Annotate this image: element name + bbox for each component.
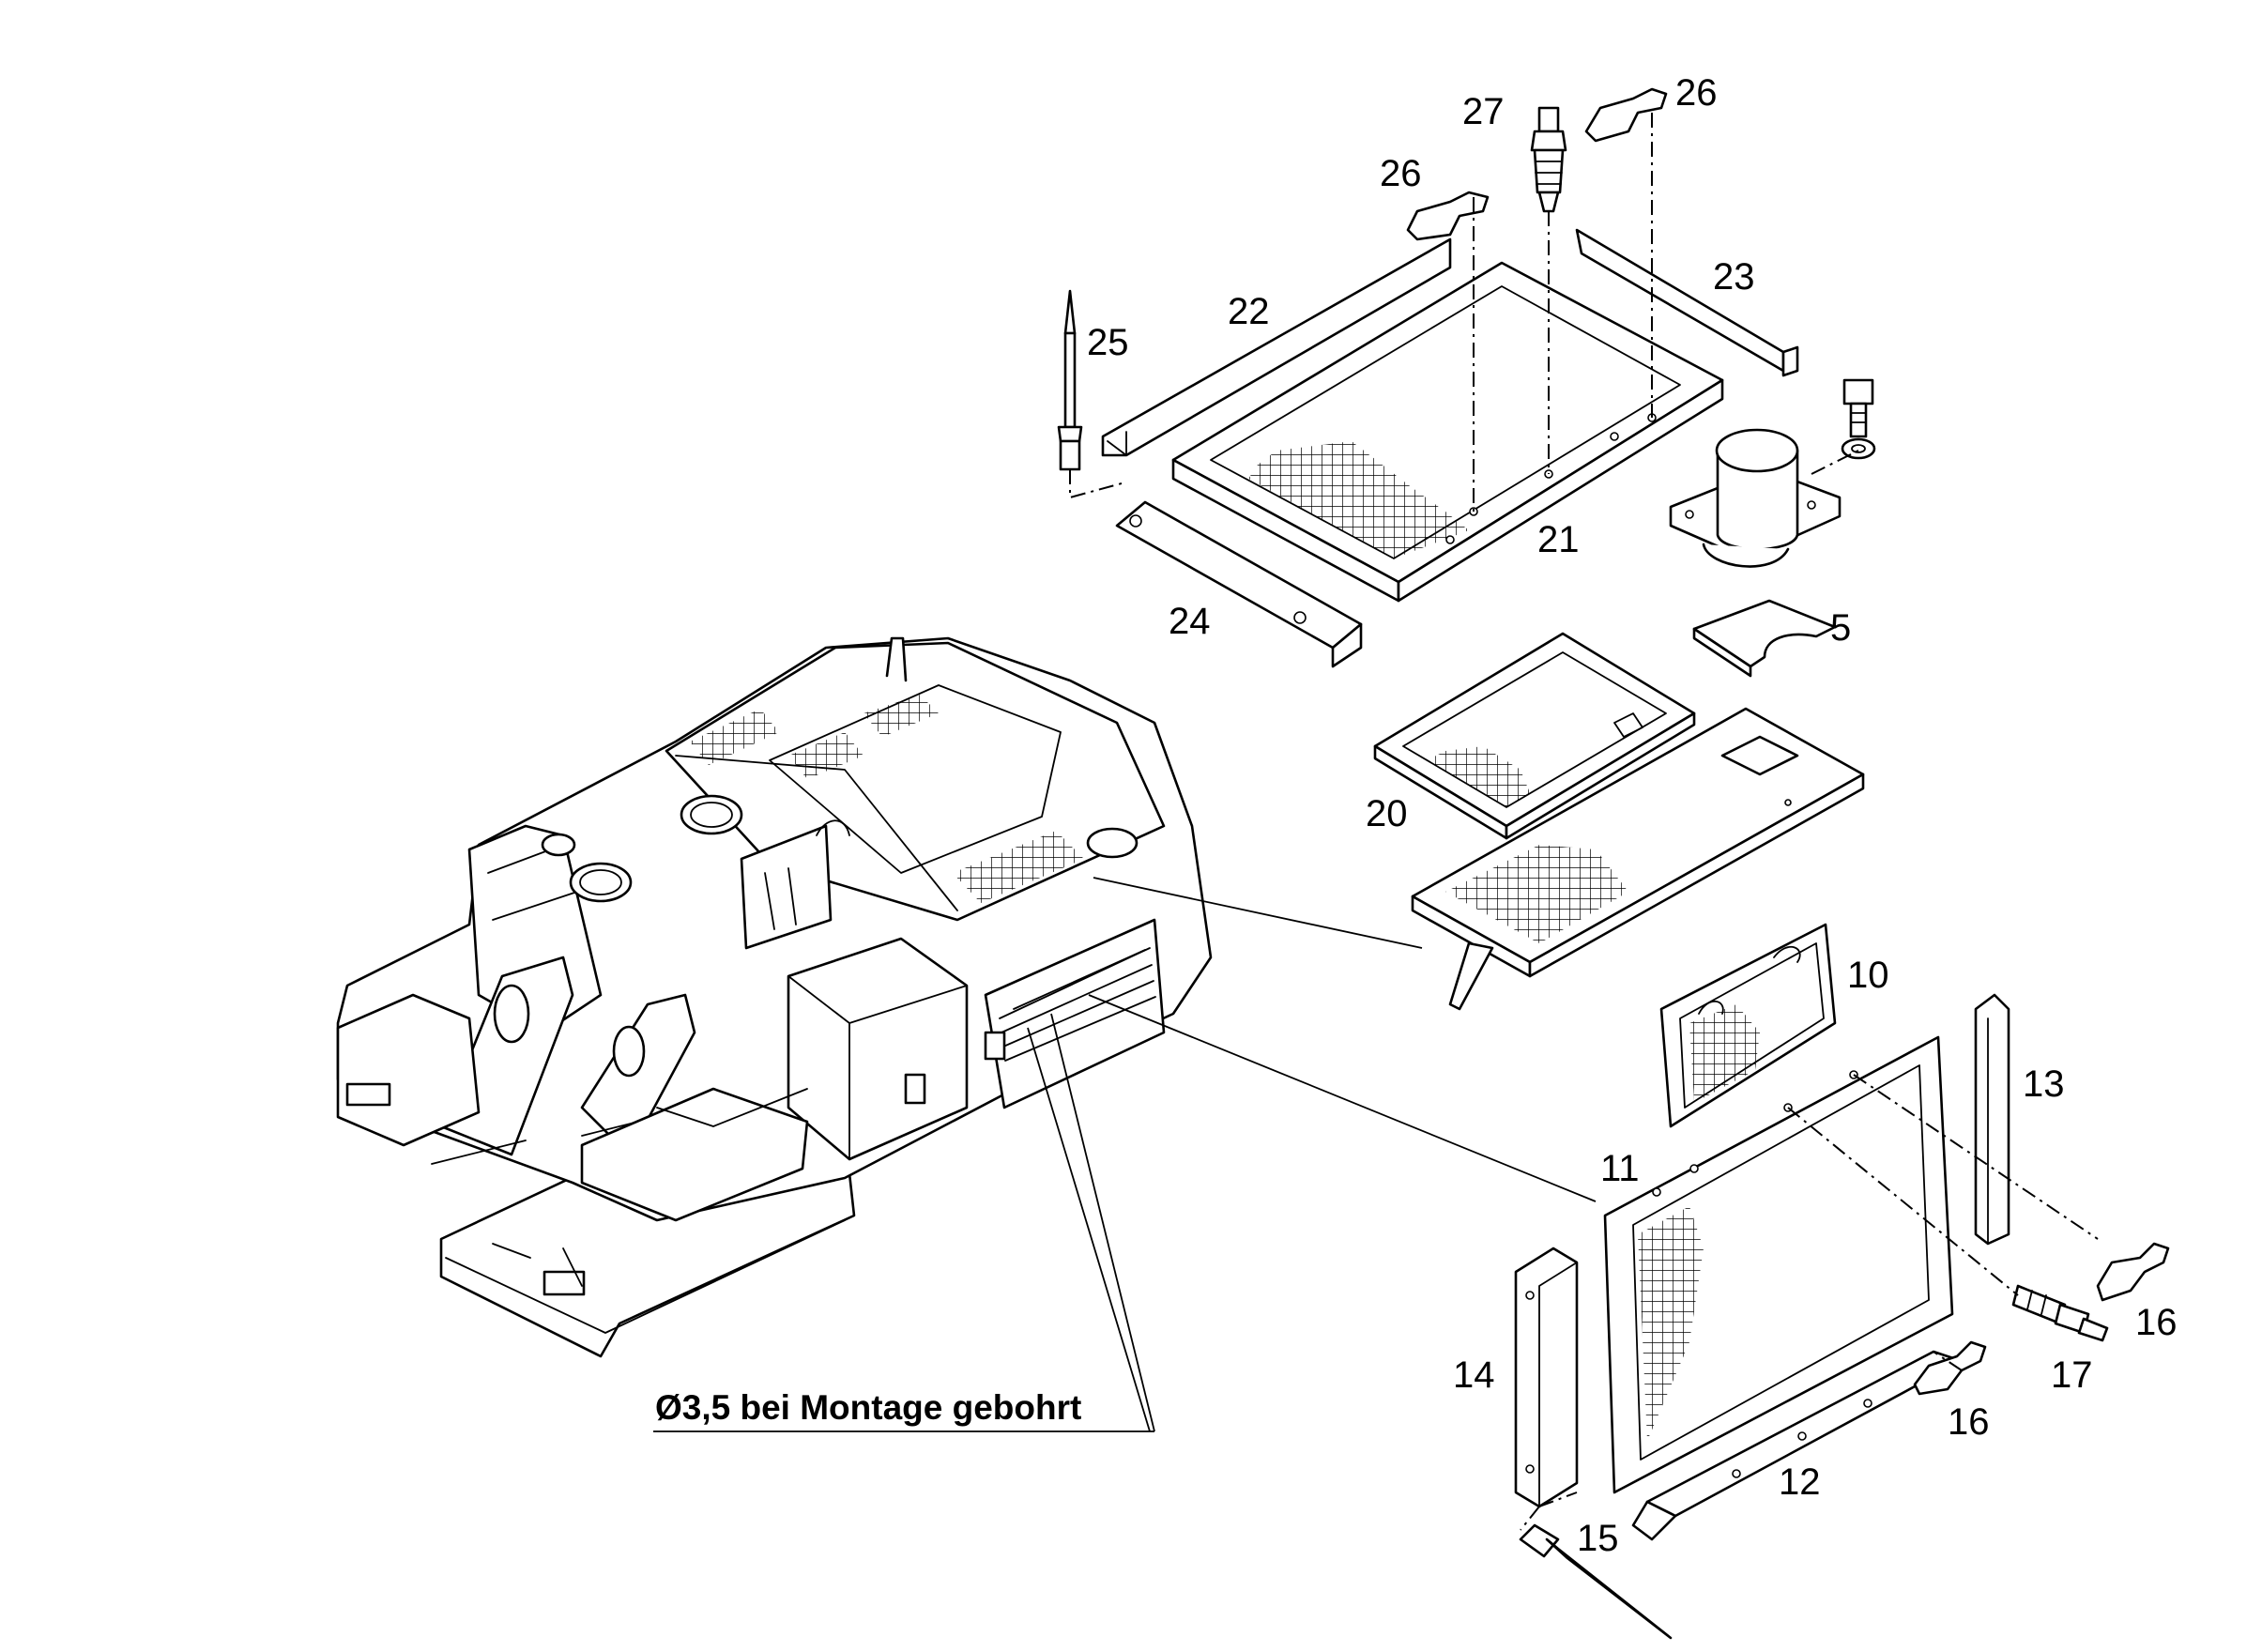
callout-21: 21 bbox=[1537, 519, 1580, 560]
note-drilled-hole: Ø3,5 bei Montage gebohrt bbox=[655, 1388, 1081, 1427]
callout-23: 23 bbox=[1713, 256, 1755, 298]
bolt-washer bbox=[1841, 378, 1876, 460]
callout-12: 12 bbox=[1779, 1461, 1821, 1503]
callout-24: 24 bbox=[1169, 601, 1211, 642]
angle-14 bbox=[1514, 1247, 1579, 1508]
callout-15: 15 bbox=[1577, 1518, 1619, 1559]
callout-25: 25 bbox=[1087, 322, 1129, 363]
callout-10: 10 bbox=[1847, 955, 1889, 996]
callout-17: 17 bbox=[2051, 1354, 2093, 1396]
fastener-17 bbox=[2011, 1284, 2109, 1342]
fastener-27 bbox=[1530, 106, 1567, 213]
angle-strip-24 bbox=[1115, 500, 1363, 668]
callout-11: 11 bbox=[1600, 1148, 1640, 1189]
machine-body bbox=[336, 636, 1213, 1358]
cover-plate-grille bbox=[1411, 707, 1865, 1011]
cylinder-unit bbox=[1669, 428, 1842, 568]
clip-16-upper bbox=[2096, 1242, 2170, 1302]
callout-16-lower: 16 bbox=[1948, 1401, 1990, 1443]
strip-13 bbox=[1974, 993, 2010, 1246]
angle-strip-23 bbox=[1575, 228, 1799, 377]
angle-strip-22 bbox=[1101, 237, 1452, 457]
clip-16-lower bbox=[1913, 1340, 1987, 1396]
clip-26-right bbox=[1584, 87, 1668, 143]
angle-strip-12 bbox=[1631, 1350, 1964, 1541]
mesh-panel-10 bbox=[1659, 923, 1837, 1128]
clip-26-left bbox=[1406, 191, 1490, 241]
callout-26-left: 26 bbox=[1380, 153, 1422, 194]
callout-22: 22 bbox=[1228, 291, 1270, 332]
callout-26-top: 26 bbox=[1675, 72, 1718, 114]
assembly-lines bbox=[653, 113, 2099, 1531]
callout-27: 27 bbox=[1462, 91, 1505, 132]
callout-20: 20 bbox=[1366, 793, 1408, 834]
mesh-frame-21 bbox=[1171, 261, 1724, 603]
callout-5: 5 bbox=[1830, 607, 1851, 649]
callout-13: 13 bbox=[2023, 1063, 2065, 1105]
callout-14: 14 bbox=[1453, 1354, 1495, 1396]
callout-16-right: 16 bbox=[2135, 1302, 2178, 1343]
mesh-frame-11 bbox=[1603, 1035, 1954, 1494]
plate-5 bbox=[1692, 599, 1837, 678]
rivet-25 bbox=[1057, 289, 1083, 471]
rivet-15 bbox=[1519, 1523, 1673, 1640]
mesh-frame-20 bbox=[1373, 632, 1696, 840]
